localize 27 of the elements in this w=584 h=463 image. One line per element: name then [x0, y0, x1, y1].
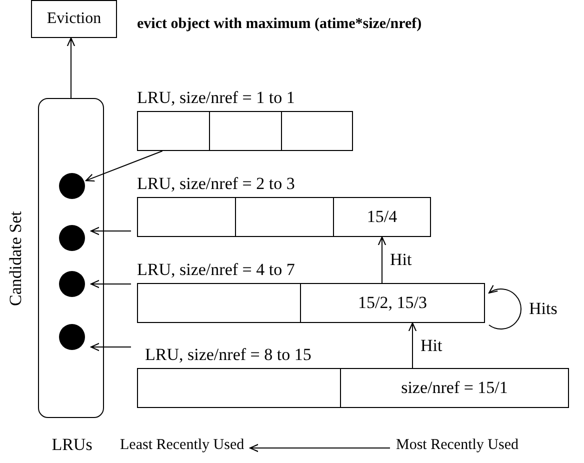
- heading-note: evict object with maximum (atime*size/nref): [137, 16, 422, 33]
- queue-cell: [137, 368, 341, 408]
- box-label: Eviction: [46, 10, 102, 28]
- queue-cell: [137, 197, 236, 237]
- filled-circle: [59, 225, 85, 251]
- queue-heading: LRU, size/nref = 8 to 15: [145, 344, 312, 366]
- queue-cell: [300, 283, 485, 323]
- queue-heading: LRU, size/nref = 1 to 1: [137, 87, 295, 109]
- cell-value: 15/4: [366, 207, 398, 227]
- eviction-box: [31, 0, 117, 38]
- cell-value: size/nref = 15/1: [401, 378, 508, 398]
- cell-value: 15/2, 15/3: [358, 293, 427, 313]
- filled-circle: [59, 324, 85, 350]
- filled-circle: [59, 173, 85, 199]
- queue-cell: [137, 111, 210, 151]
- queue-cell: [137, 283, 301, 323]
- queue-cell: [333, 197, 431, 237]
- queue-heading: LRU, size/nref = 4 to 7: [137, 259, 295, 281]
- queue-cell: [281, 111, 353, 151]
- rotated-label: Candidate Set: [5, 210, 26, 308]
- queue-cell: [235, 197, 334, 237]
- filled-circle: [59, 271, 85, 297]
- queue-heading: LRU, size/nref = 2 to 3: [137, 173, 295, 195]
- queue-cell: [209, 111, 282, 151]
- queue-cell: [340, 368, 569, 408]
- direction-label: Most Recently Used: [396, 437, 518, 459]
- direction-label: Least Recently Used: [120, 437, 244, 459]
